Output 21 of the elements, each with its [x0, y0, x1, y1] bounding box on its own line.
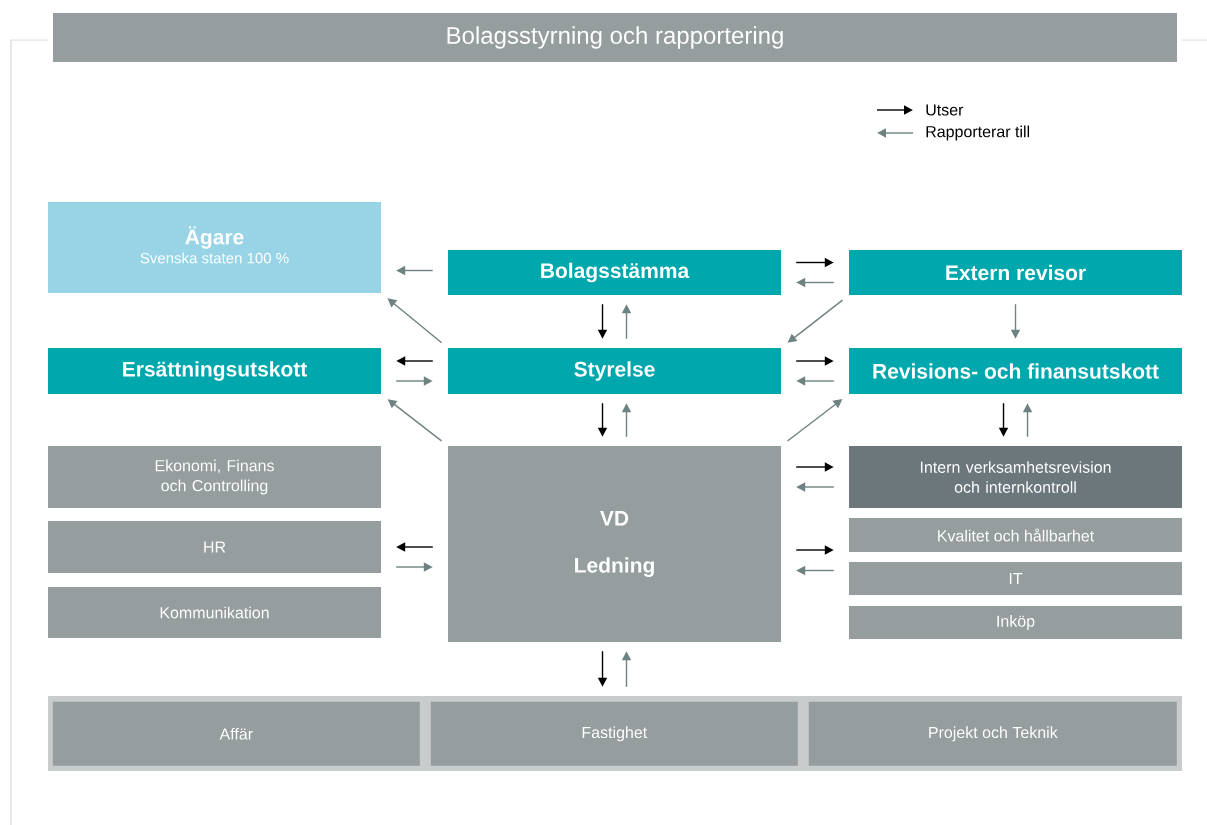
title-bar: Bolagsstyrning och rapportering: [53, 13, 1177, 62]
owner-box: Ägare Svenska staten 100 %: [48, 202, 381, 293]
unit-box: Ekonomi, Finans och Controlling: [48, 446, 381, 508]
management-box: VD Ledning: [448, 446, 781, 642]
unit-box: HR: [48, 521, 381, 573]
unit-box: Fastighet: [430, 701, 798, 766]
unit-box: Affär: [52, 701, 420, 766]
unit-box: Kvalitet och hållbarhet: [849, 518, 1182, 552]
unit-box: Kommunikation: [48, 587, 381, 638]
body-box: Ersättningsutskott: [48, 348, 381, 394]
unit-box: Projekt och Teknik: [808, 701, 1177, 766]
unit-box: Inköp: [849, 606, 1182, 639]
arrow: [387, 298, 443, 344]
legend-label: Rapporterar till: [926, 125, 1030, 141]
body-box: Revisions- och finansutskott: [849, 348, 1182, 394]
unit-box: IT: [849, 562, 1182, 595]
body-box: Styrelse: [448, 348, 781, 394]
body-box: Extern revisor: [849, 250, 1182, 295]
body-box: Bolagsstämma: [448, 250, 781, 295]
unit-box: Intern verksamhetsrevision och internkontroll: [849, 446, 1182, 508]
legend-label: Utser: [926, 104, 964, 116]
